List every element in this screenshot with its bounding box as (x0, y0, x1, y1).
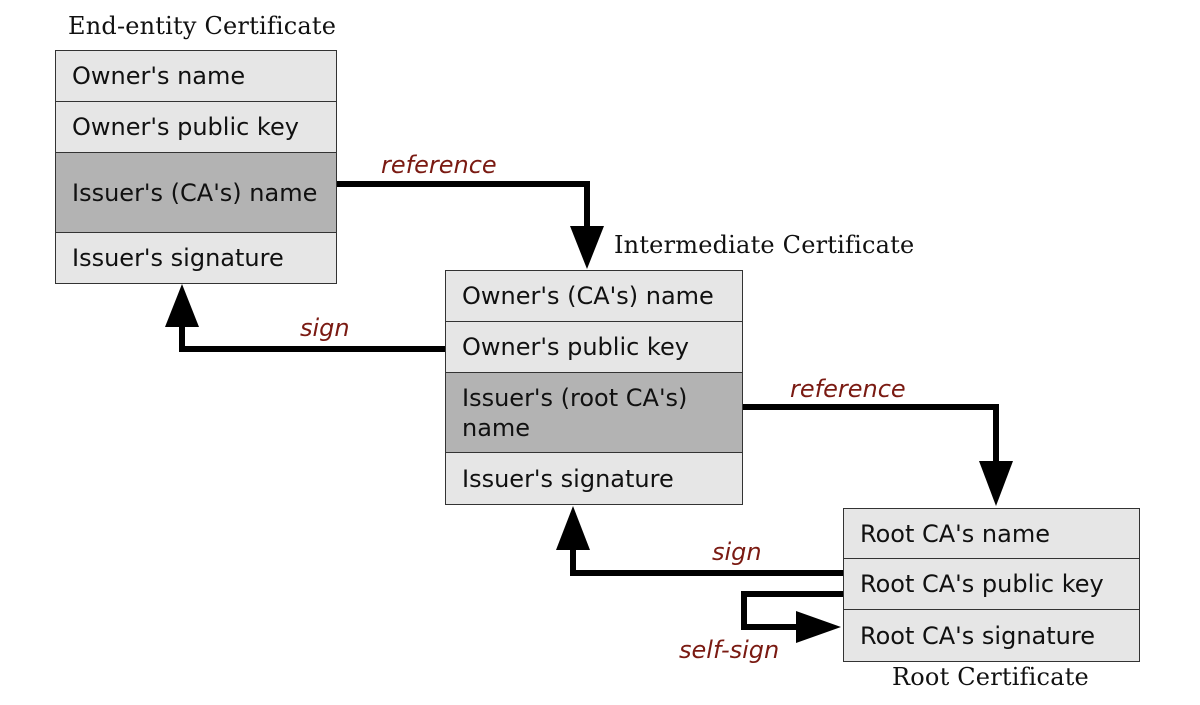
root-ca-public-key: Root CA's public key (844, 559, 1139, 610)
reference-label-1: reference (381, 151, 497, 179)
end-entity-issuer-signature: Issuer's signature (72, 244, 284, 272)
intermediate-title: Intermediate Certificate (614, 231, 915, 259)
end-entity-title: End-entity Certificate (68, 12, 337, 40)
sign-arrow-1-line (179, 325, 445, 352)
sign-arrow-1-head (165, 284, 199, 327)
sign-arrow-2-line (570, 548, 843, 576)
self-sign-label: self-sign (679, 636, 780, 664)
reference-arrow-2-line (743, 404, 999, 462)
intermediate-certificate: Owner's (CA's) name Owner's public key I… (445, 270, 743, 505)
intermediate-issuer-name: Issuer's (root CA's) name (446, 373, 742, 453)
intermediate-owner-public-key: Owner's public key (446, 322, 742, 373)
sign-label-1: sign (300, 314, 350, 342)
self-sign-arrow-head (796, 611, 841, 643)
root-ca-name: Root CA's name (844, 509, 1139, 559)
reference-arrow-1-line (337, 181, 590, 228)
end-entity-issuer-name: Issuer's (CA's) name (56, 153, 336, 233)
end-entity-owner-name: Owner's name (56, 51, 336, 102)
root-certificate: Root CA's name Root CA's public key Root… (843, 508, 1140, 662)
end-entity-owner-public-key: Owner's public key (56, 102, 336, 153)
reference-arrow-2-head (979, 461, 1013, 506)
sign-label-2: sign (712, 538, 762, 566)
root-ca-signature: Root CA's signature (860, 621, 1095, 650)
intermediate-owner-name: Owner's (CA's) name (446, 271, 742, 322)
sign-arrow-2-head (556, 506, 590, 550)
self-sign-arrow-line (741, 591, 843, 630)
reference-label-2: reference (790, 375, 906, 403)
intermediate-issuer-signature: Issuer's signature (462, 464, 674, 493)
root-title: Root Certificate (892, 663, 1089, 691)
reference-arrow-1-head (570, 226, 604, 269)
end-entity-certificate: Owner's name Owner's public key Issuer's… (55, 50, 337, 284)
